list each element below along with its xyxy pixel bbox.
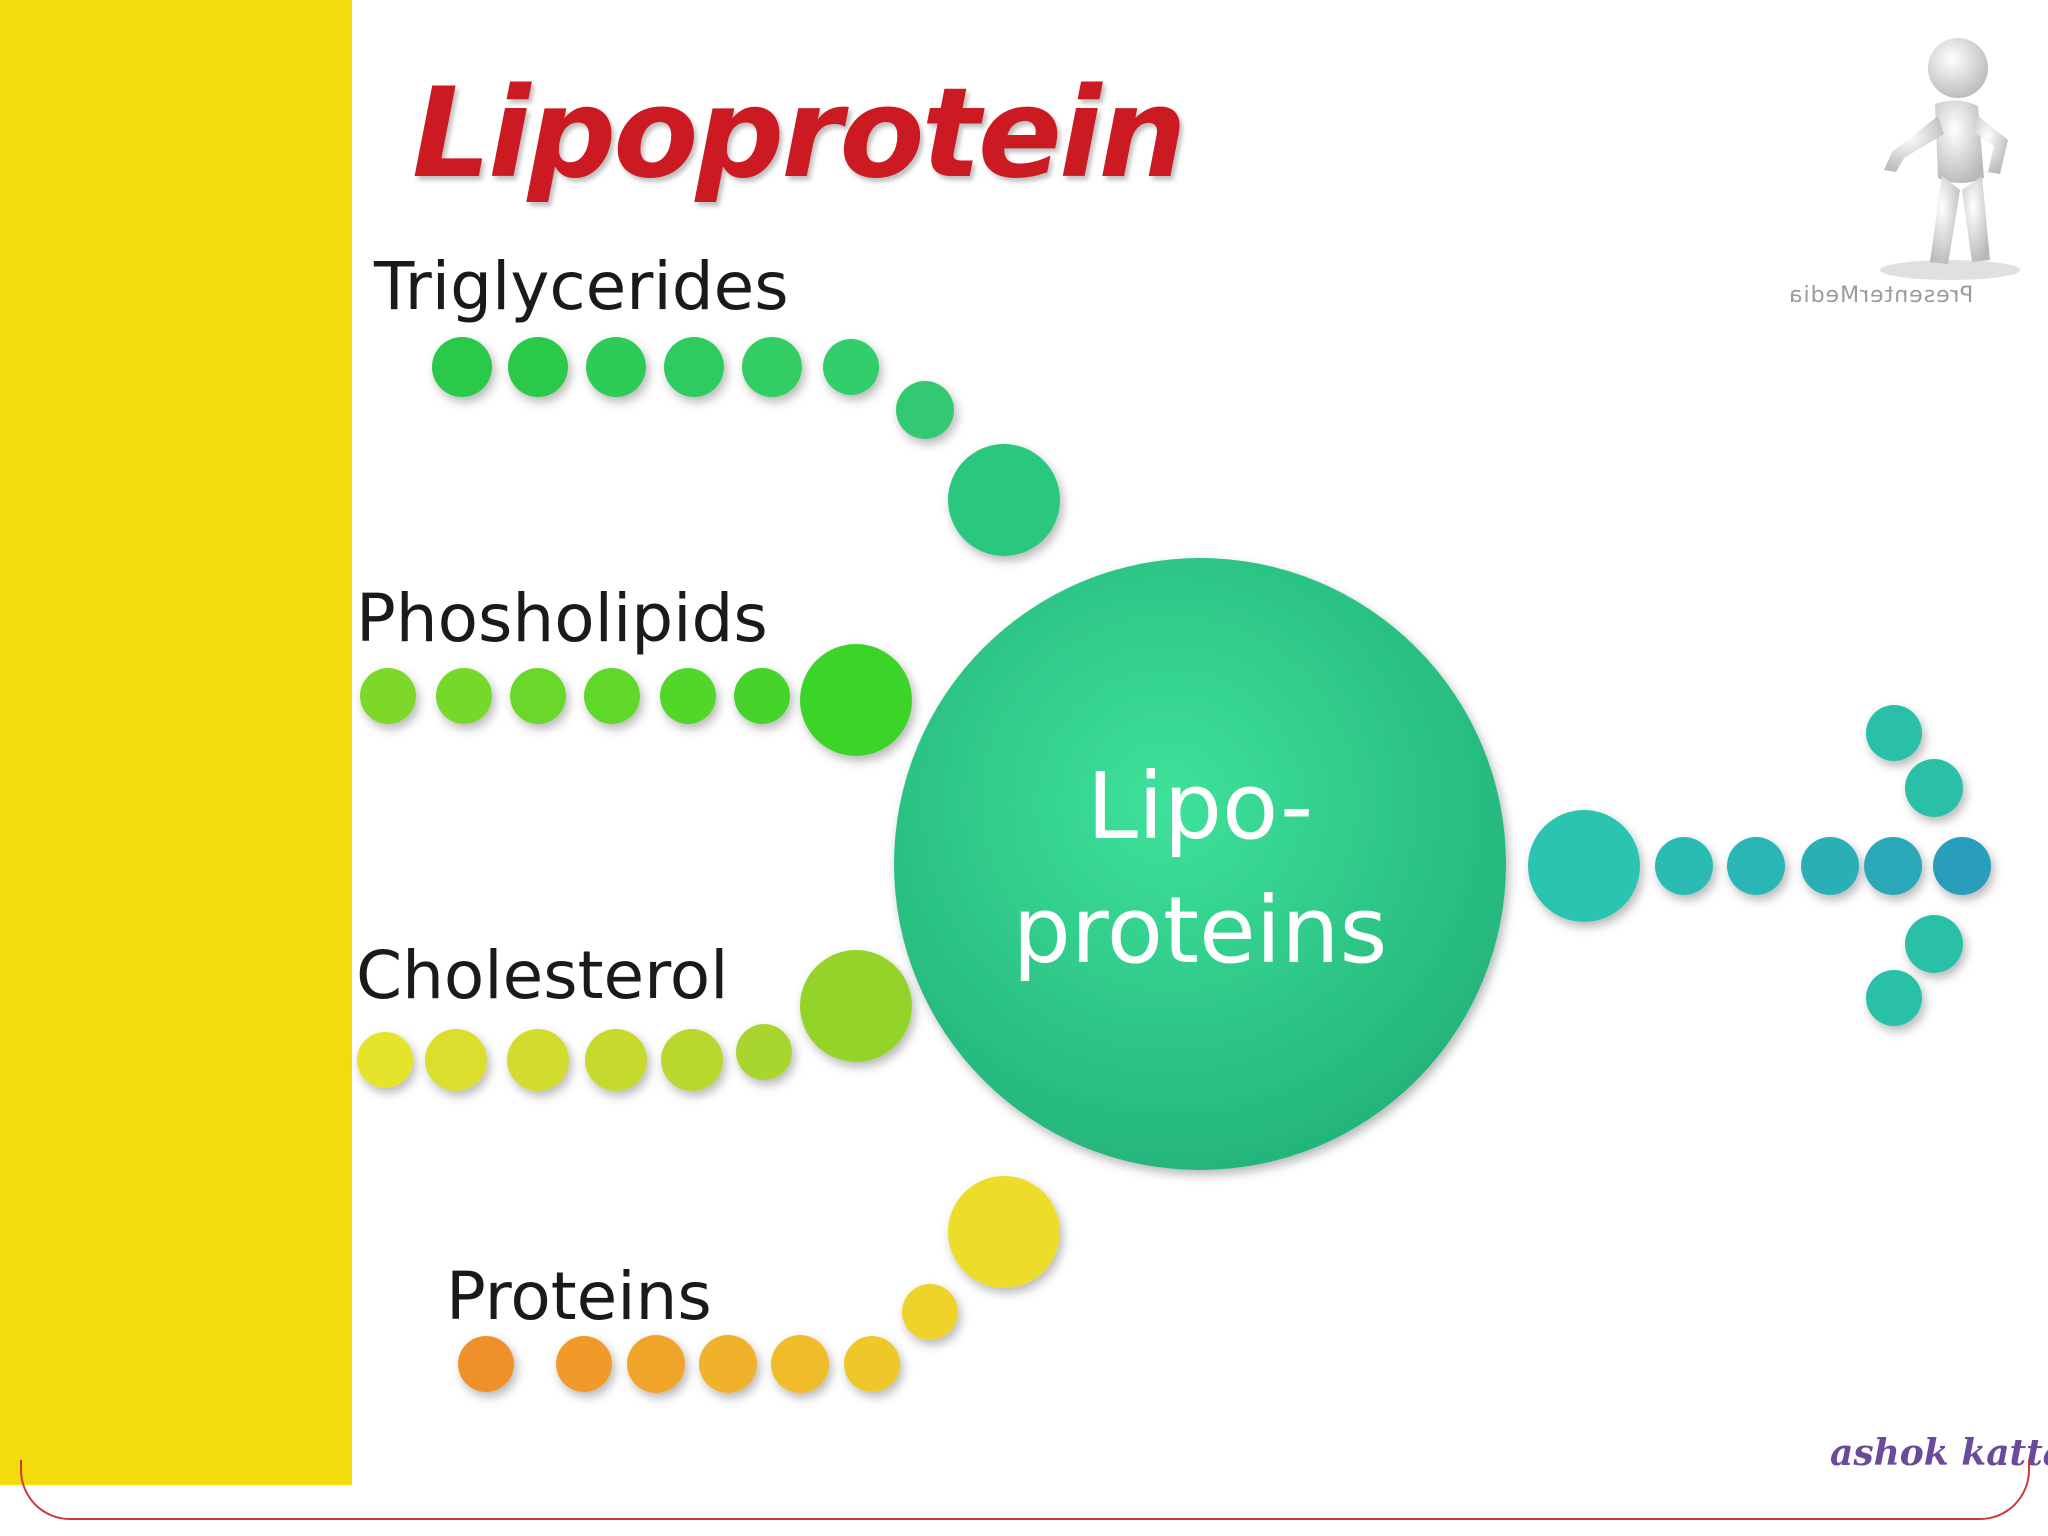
proteins-dot-3 <box>627 1335 685 1393</box>
side-color-bar <box>0 0 352 1485</box>
cholesterol-dot-7 <box>800 950 912 1062</box>
triglycerides-dot-8 <box>948 444 1060 556</box>
phospholipids-dot-2 <box>436 668 492 724</box>
phospholipids-dot-3 <box>510 668 566 724</box>
center-label-line-1: Lipo- <box>1087 753 1313 860</box>
output-arrow-dot-8 <box>1905 759 1963 817</box>
slide-title: Lipoprotein <box>412 62 1187 206</box>
output-arrow-dot-6 <box>1933 837 1991 895</box>
output-arrow-dot-4 <box>1801 837 1859 895</box>
cholesterol-dot-2 <box>425 1029 487 1091</box>
slide-bottom-border <box>20 1460 2030 1520</box>
triglycerides-dot-5 <box>742 337 802 397</box>
cholesterol-dot-5 <box>661 1029 723 1091</box>
output-arrow-dot-1 <box>1528 810 1640 922</box>
lipoproteins-circle <box>894 558 1506 1170</box>
output-arrow-dot-9 <box>1905 915 1963 973</box>
cholesterol-dot-3 <box>507 1029 569 1091</box>
output-arrow-dot-3 <box>1727 837 1785 895</box>
output-arrow-dot-7 <box>1866 705 1922 761</box>
triglycerides-dot-4 <box>664 337 724 397</box>
presentermedia-watermark: PresenterMedia <box>1788 283 1974 308</box>
triglycerides-dot-6 <box>823 339 879 395</box>
label-phospholipids: Phosholipids <box>356 580 768 657</box>
proteins-dot-2 <box>556 1336 612 1392</box>
proteins-dot-6 <box>844 1336 900 1392</box>
label-proteins: Proteins <box>446 1258 712 1335</box>
presenter-figure-icon <box>1880 38 2020 280</box>
triglycerides-dot-1 <box>432 337 492 397</box>
phospholipids-dot-5 <box>660 668 716 724</box>
proteins-dot-5 <box>771 1335 829 1393</box>
label-cholesterol: Cholesterol <box>356 937 729 1014</box>
cholesterol-dot-4 <box>585 1029 647 1091</box>
cholesterol-dot-6 <box>736 1024 792 1080</box>
output-arrow-dot-2 <box>1655 837 1713 895</box>
proteins-dot-7 <box>902 1284 958 1340</box>
output-arrow-dot-5 <box>1864 837 1922 895</box>
center-label-line-2: proteins <box>1013 877 1388 984</box>
phospholipids-dot-1 <box>360 668 416 724</box>
proteins-dot-1 <box>458 1336 514 1392</box>
cholesterol-dot-1 <box>357 1032 413 1088</box>
phospholipids-dot-6 <box>734 668 790 724</box>
proteins-dot-4 <box>699 1335 757 1393</box>
output-arrow-dot-10 <box>1866 970 1922 1026</box>
triglycerides-dot-2 <box>508 337 568 397</box>
phospholipids-dot-7 <box>800 644 912 756</box>
proteins-dot-8 <box>948 1176 1060 1288</box>
triglycerides-dot-3 <box>586 337 646 397</box>
label-triglycerides: Triglycerides <box>374 248 789 325</box>
triglycerides-dot-7 <box>896 381 954 439</box>
phospholipids-dot-4 <box>584 668 640 724</box>
